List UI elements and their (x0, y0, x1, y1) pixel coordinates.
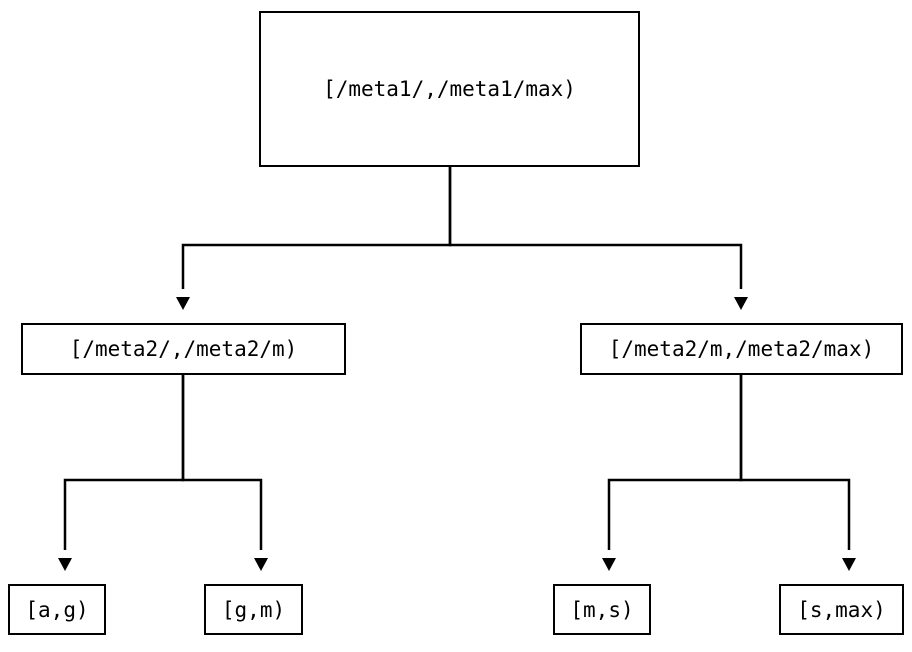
tree-node-leaf-gm-label: [g,m) (221, 597, 286, 622)
edge-mid-right-to-leaf-ms (602, 375, 743, 571)
tree-node-root-label: [/meta1/,/meta1/max) (323, 77, 576, 101)
tree-node-mid-right-label: [/meta2/m,/meta2/max) (608, 337, 875, 361)
tree-node-leaf-ms-label: [m,s) (570, 597, 634, 622)
tree-node-mid-right[interactable]: [/meta2/m,/meta2/max) (580, 323, 903, 375)
edge-mid-left-to-leaf-ag (58, 375, 185, 571)
tree-node-leaf-smax[interactable]: [s,max) (779, 584, 904, 635)
edge-mid-right-to-leaf-smax (739, 375, 856, 571)
tree-node-leaf-ag[interactable]: [a,g) (8, 584, 106, 635)
tree-node-mid-left[interactable]: [/meta2/,/meta2/m) (21, 323, 346, 375)
tree-node-leaf-gm[interactable]: [g,m) (204, 584, 303, 635)
tree-node-mid-left-label: [/meta2/,/meta2/m) (69, 337, 298, 361)
tree-node-leaf-ms[interactable]: [m,s) (553, 584, 651, 635)
edge-root-to-mid-left (176, 167, 452, 310)
edge-root-to-mid-right (448, 167, 748, 310)
tree-node-leaf-ag-label: [a,g) (25, 597, 89, 622)
tree-node-root[interactable]: [/meta1/,/meta1/max) (259, 11, 640, 167)
tree-node-leaf-smax-label: [s,max) (797, 597, 886, 622)
edge-mid-left-to-leaf-gm (181, 375, 268, 571)
